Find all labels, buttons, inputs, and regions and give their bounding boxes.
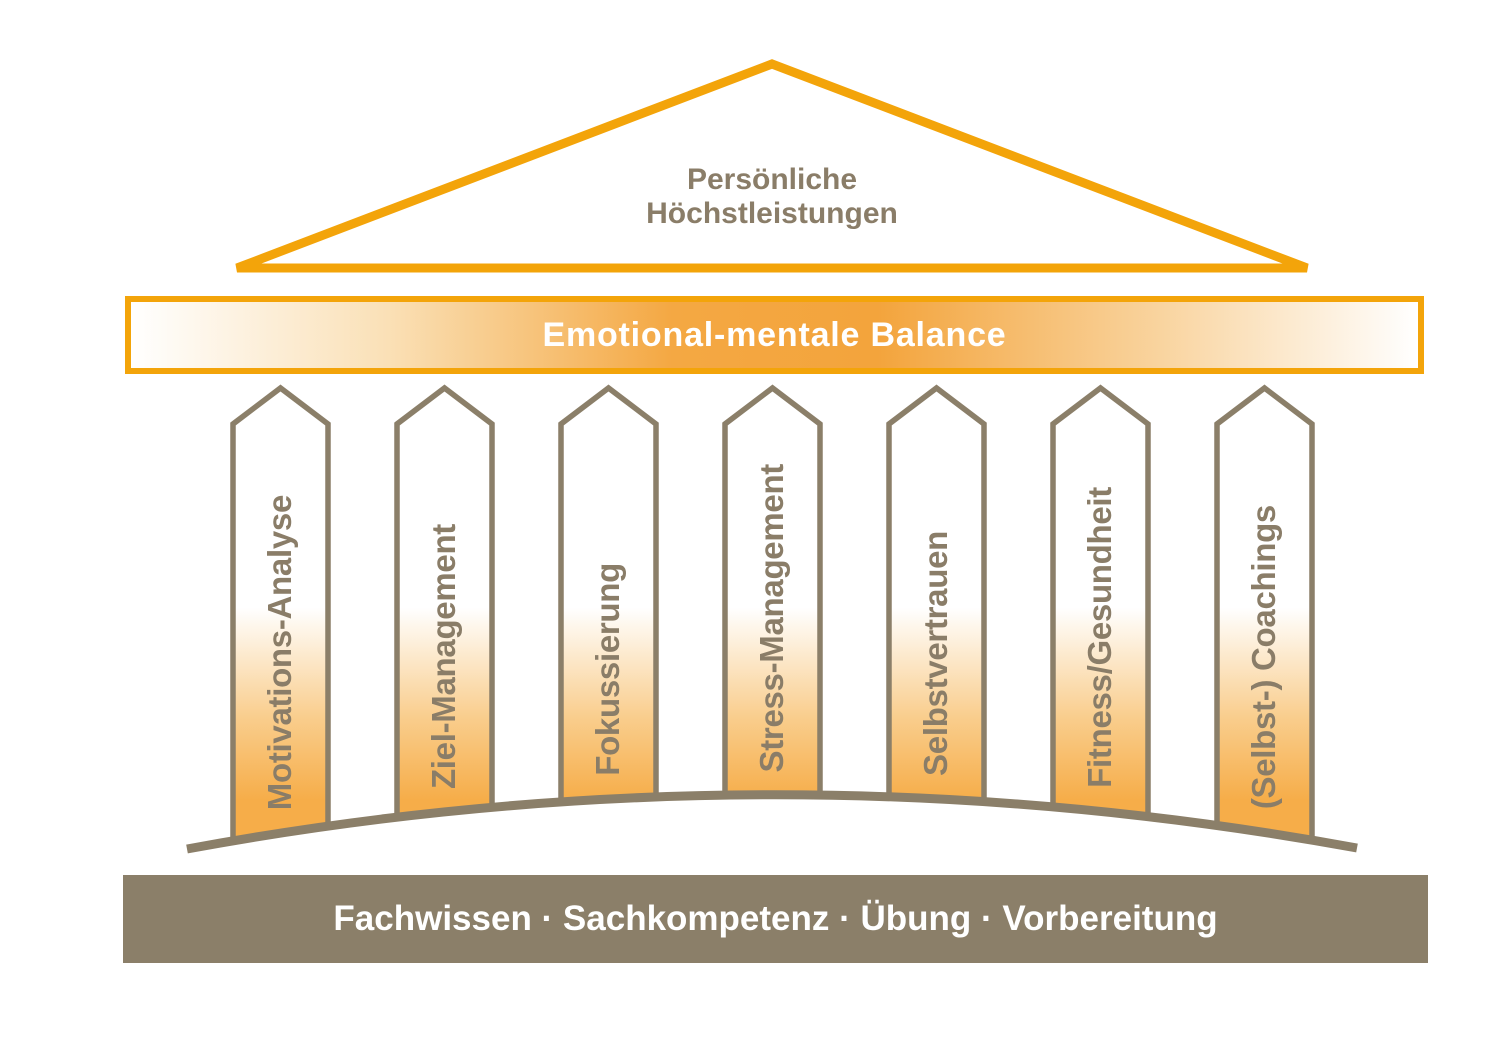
pillar-label-4: Stress-Management [753, 463, 790, 773]
pillar-label-7: (Selbst-) Coachings [1245, 504, 1282, 809]
pillar-shape-1 [230, 384, 331, 859]
pillar-label-1: Motivations-Analyse [261, 494, 298, 810]
architrave-label: Emotional-mentale Balance [542, 315, 1007, 354]
base-bar-label: Fachwissen · Sachkompetenz · Übung · Vor… [333, 899, 1218, 938]
pillar-shape-4 [722, 384, 823, 859]
pillar-shape-6 [1050, 384, 1151, 859]
pillar-label-3: Fokussierung [589, 563, 626, 776]
pillar-shape-7 [1214, 384, 1315, 859]
roof-outline [235, 59, 1309, 273]
pillar-shape-5 [886, 384, 987, 859]
ground-mask [187, 795, 1357, 873]
pillar-label-2: Ziel-Management [425, 523, 462, 789]
ground-arc [186, 790, 1358, 854]
pillar-shape-2 [394, 384, 495, 859]
base-bar: Fachwissen · Sachkompetenz · Übung · Vor… [123, 875, 1428, 963]
roof-title-line-2: Höchstleistungen [646, 197, 898, 230]
pillar-shape-3 [558, 384, 659, 859]
pillar-label-6: Fitness/Gesundheit [1081, 487, 1118, 788]
roof-title-line-1: Persönliche [686, 163, 858, 196]
pillar-label-5: Selbstvertrauen [917, 531, 954, 776]
roof-title: Persönliche Höchstleistungen [522, 163, 1022, 231]
architrave-bar: Emotional-mentale Balance [125, 296, 1424, 374]
